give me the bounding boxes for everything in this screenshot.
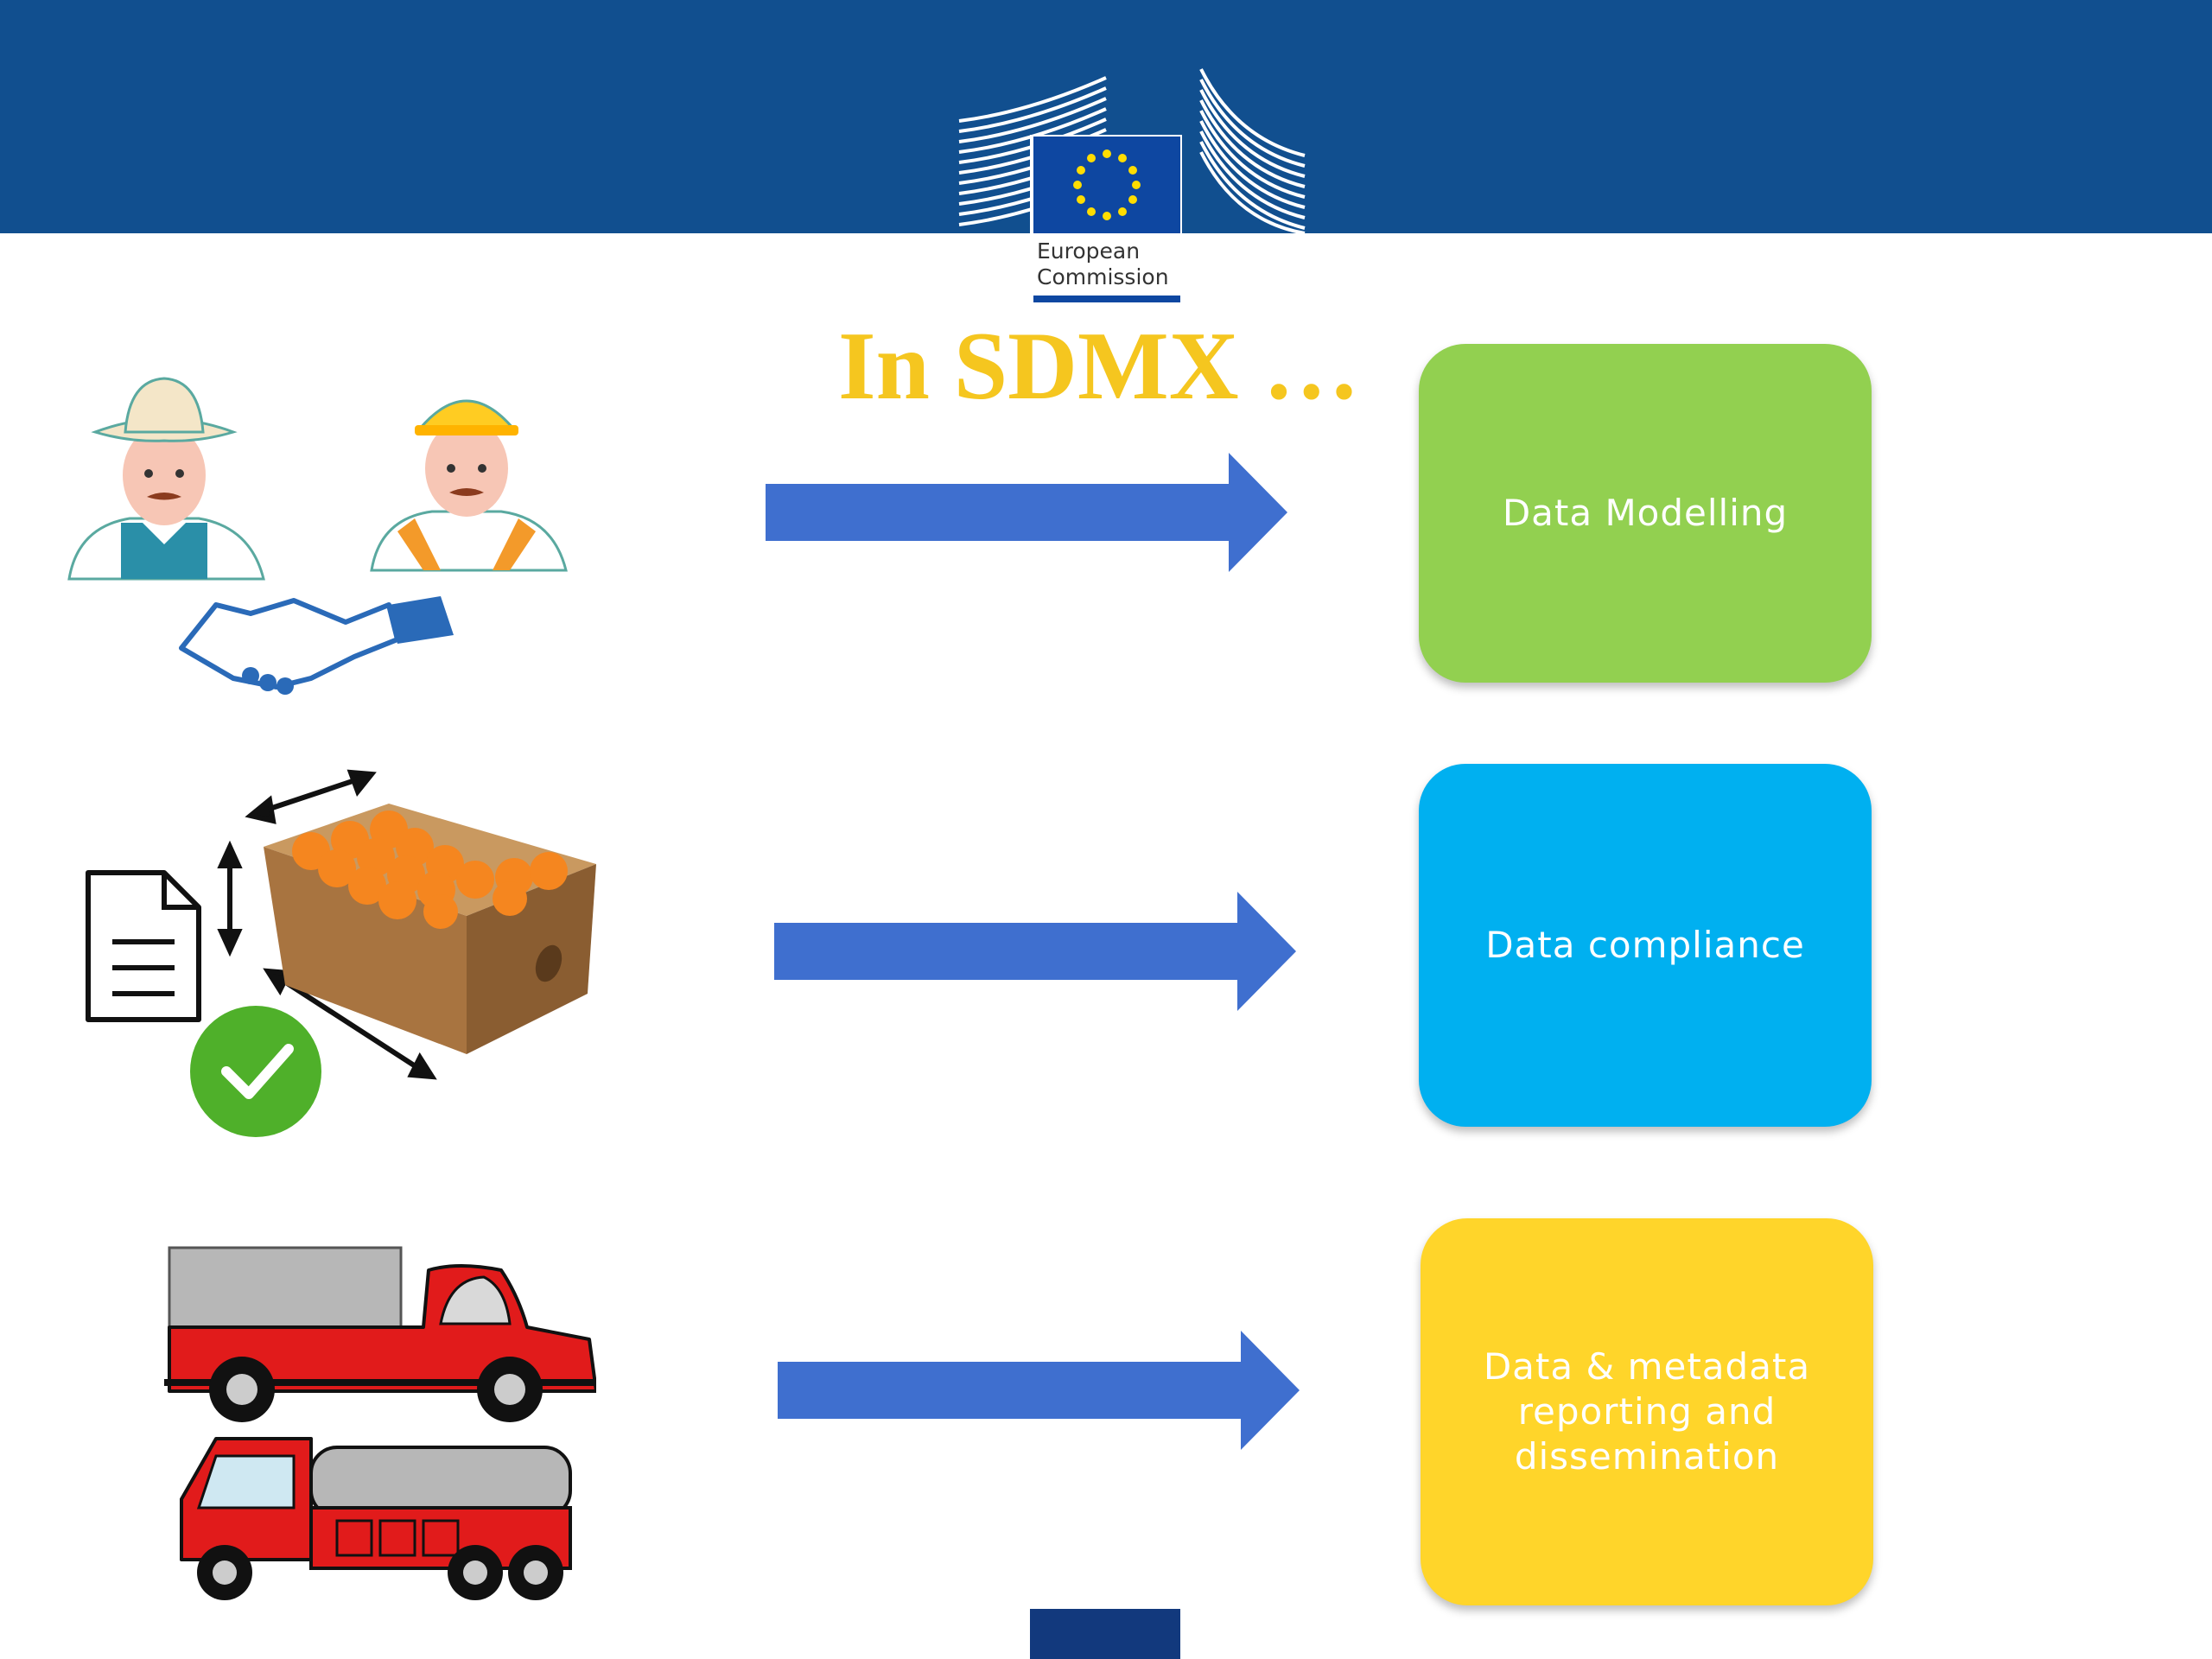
logo-text: European Commission	[1037, 238, 1169, 290]
data-modelling-label: Data Modelling	[1502, 492, 1789, 534]
data-modelling-box: Data Modelling	[1419, 344, 1872, 683]
data-compliance-box: Data compliance	[1419, 764, 1872, 1127]
farmer-icon	[67, 377, 265, 581]
document-icon	[86, 870, 201, 1022]
orange-box-icon	[264, 804, 596, 1054]
handshake-icon	[179, 596, 454, 695]
pickup-truck-icon	[164, 1246, 596, 1422]
data-reporting-label: Data & metadata reporting and disseminat…	[1483, 1345, 1811, 1478]
arrow-row2-icon	[774, 892, 1296, 1011]
tanker-truck-icon	[180, 1437, 572, 1600]
european-commission-logo	[958, 68, 1306, 308]
green-checkmark-icon	[190, 1006, 321, 1137]
data-reporting-box: Data & metadata reporting and disseminat…	[1421, 1218, 1873, 1605]
arrow-row3-icon	[778, 1331, 1300, 1450]
arrow-row1-icon	[766, 453, 1287, 572]
data-compliance-label: Data compliance	[1485, 924, 1805, 966]
farmer-and-worker-handshake-illustration	[67, 377, 568, 695]
slide-title: In SDMX …	[838, 313, 1360, 420]
document-box-of-oranges-checkmark-illustration	[86, 769, 596, 1137]
delivery-trucks-illustration	[164, 1246, 596, 1600]
footer-block	[1030, 1609, 1180, 1659]
logo-line2: Commission	[1037, 264, 1169, 289]
logo-line1: European	[1037, 238, 1141, 264]
construction-worker-icon	[370, 399, 568, 572]
